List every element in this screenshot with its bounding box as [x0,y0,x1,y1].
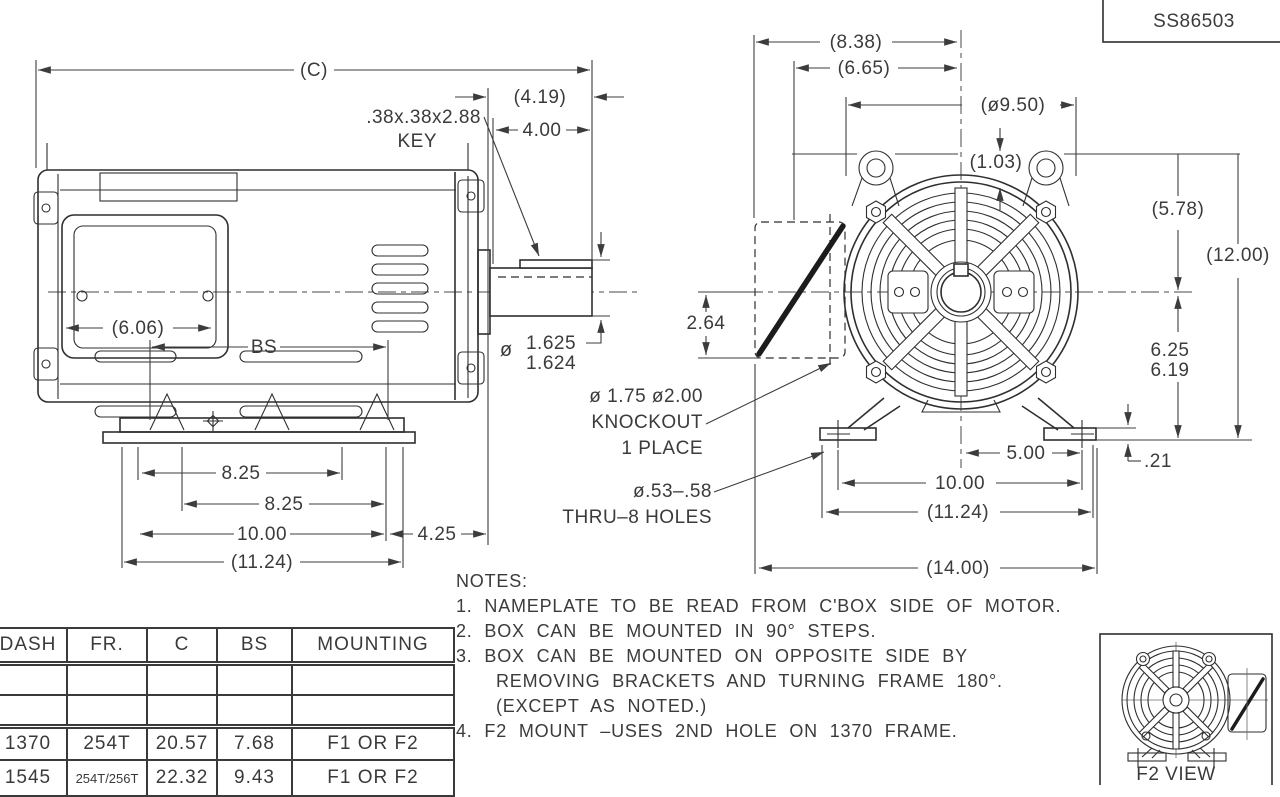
dim-shaft-ext: 4.00 [523,120,562,141]
front-view: (8.38) (6.65) (ø9.50) (1.03) (5.78) (12.… [562,30,1269,579]
table-cell: F1 OR F2 [291,724,455,761]
table-cell [146,694,218,728]
dim-foot-thickness: .21 [1144,451,1172,472]
note-line: (EXCEPT AS NOTED.) [496,696,708,716]
conduit-box-front [754,214,846,366]
dim-cbox-inner-to-cl: (6.65) [838,58,891,79]
table-header-cell: C [146,627,218,666]
note-line: 3. BOX CAN BE MOUNTED ON OPPOSITE SIDE B… [456,646,968,666]
dim-cbox-below-cl: 2.64 [687,313,726,334]
note-line: 4. F2 MOUNT –USES 2ND HOLE ON 1370 FRAME… [456,721,958,741]
dim-overall-height: (12.00) [1206,245,1270,266]
table-cell: 20.57 [146,724,218,761]
dim-shaft-dia-symbol: ø [500,339,512,361]
knockout-qty-label: 1 PLACE [621,438,703,459]
table-cell: 1370 [0,724,68,761]
table-cell [291,694,455,728]
table-cell [0,694,68,728]
notes-heading: NOTES: [456,571,528,591]
lifting-ears [851,150,1070,207]
table-cell: 22.32 [146,759,218,797]
mounting-feet [819,397,1097,448]
dim-overall-length: (C) [300,60,328,81]
dim-overall-width: (14.00) [926,558,990,579]
conduit-box-side [61,214,229,359]
table-header-row: DASH FR. C BS MOUNTING [0,627,455,666]
table-header-cell: FR. [66,627,148,666]
shaft [477,249,593,335]
dim-foot-half-span: 5.00 [1007,443,1046,464]
table-row: 1370 254T 20.57 7.68 F1 OR F2 [0,724,455,761]
table-row [0,694,455,728]
note-line: REMOVING BRACKETS AND TURNING FRAME 180°… [496,671,1003,691]
base-plate [102,431,416,444]
dim-shaft-dia-min: 1.624 [526,353,576,374]
table-header-cell: BS [216,627,293,666]
dim-shaft-overhang: 4.25 [418,524,457,545]
nameplate [99,172,238,202]
dim-cbox-width: (6.06) [112,318,165,339]
dim-guard-dia: (ø9.50) [981,95,1046,116]
table-cell [0,662,68,696]
table-cell: 1545 [0,759,68,797]
table-cell: 7.68 [216,724,293,761]
keyway [953,263,969,277]
dim-bs: BS [251,337,277,358]
dim-hole-span-f1: 8.25 [222,463,261,484]
dim-foot-pad-span: (11.24) [927,502,989,523]
dim-base-length: (11.24) [231,552,293,573]
thru-hole-word-label: THRU–8 HOLES [562,507,712,528]
f2-view-label: F2 VIEW [1136,764,1216,785]
table-cell [66,662,148,696]
note-line: 1. NAMEPLATE TO BE READ FROM C'BOX SIDE … [456,596,1062,616]
thru-hole-size-label: ø.53–.58 [633,481,712,502]
dim-guard-to-top: (1.03) [970,152,1023,173]
title-block: SS86503 [1102,0,1280,43]
table-cell [291,662,455,696]
table-cell [66,694,148,728]
dim-shaft-height-max: 6.25 [1151,340,1190,361]
table-cell: 9.43 [216,759,293,797]
dim-foot-hole-span: 10.00 [935,473,985,494]
side-view: (C) (4.19) 4.00 .38x.38x2.88 KEY (6.06) … [33,60,640,573]
knockout-diagonal [756,223,846,357]
key-size-label: .38x.38x2.88 [366,107,481,128]
dim-hole-span-f2: 8.25 [265,494,304,515]
table-row: 1545 254T/256T 22.32 9.43 F1 OR F2 [0,759,455,797]
table-header-cell: DASH [0,627,68,666]
frame-dimension-table: DASH FR. C BS MOUNTING [0,627,455,797]
datum-target [206,414,220,428]
dim-shaft-height-min: 6.19 [1151,360,1190,381]
knockout-word-label: KNOCKOUT [591,412,703,433]
drawing-number: SS86503 [1153,11,1235,32]
frame-bolts [865,200,1057,384]
table-cell [146,662,218,696]
table-cell [216,694,293,728]
dim-shaft-dia-max: 1.625 [526,333,576,354]
table-row [0,662,455,696]
table-header-cell: MOUNTING [291,627,455,666]
table-cell: 254T/256T [66,759,148,797]
vent-slots [371,244,429,333]
dim-shaft-ext-overall: (4.19) [514,87,567,108]
dim-cbox-face-to-cl: (8.38) [830,32,883,53]
table-cell: F1 OR F2 [291,759,455,797]
dim-cl-to-top: (5.78) [1152,199,1205,220]
knockout-size-label: ø 1.75 ø2.00 [589,386,703,407]
dim-hole-span-total: 10.00 [237,524,287,545]
key-word-label: KEY [397,131,437,152]
shaft-end [940,271,982,313]
base-rail [119,417,405,433]
guard-ribs [882,187,1040,397]
table-cell [216,662,293,696]
note-line: 2. BOX CAN BE MOUNTED IN 90° STEPS. [456,621,877,641]
table-cell: 254T [66,724,148,761]
notes-block: NOTES: 1. NAMEPLATE TO BE READ FROM C'BO… [456,569,1061,744]
f2-view: F2 VIEW [1099,633,1273,785]
